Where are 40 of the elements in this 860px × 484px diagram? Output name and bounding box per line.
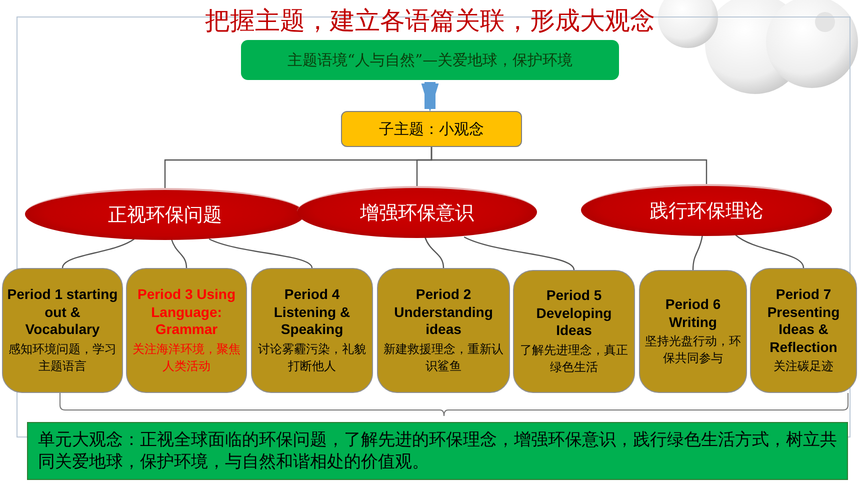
connector-line bbox=[208, 238, 313, 268]
period-description: 坚持光盘行动，环保共同参与 bbox=[644, 333, 742, 367]
arrow bbox=[421, 82, 439, 111]
connector-line bbox=[62, 238, 135, 268]
period-description: 关注碳足迹 bbox=[772, 358, 834, 375]
period-card bbox=[2, 268, 123, 393]
period-description: 新建救援理念，重新认识鲨鱼 bbox=[382, 340, 504, 375]
node-label: 践行环保理论 bbox=[650, 199, 764, 224]
period-description: 讨论雾霾污染，礼貌打断他人 bbox=[257, 340, 367, 375]
period-card bbox=[126, 268, 247, 393]
summary-text: 单元大观念：正视全球面临的环保问题，了解先进的环保理念，增强环保意识，践行绿色生活方式，树立共同关爱地球，保护环境，与自然和谐相处的价值观。 bbox=[38, 428, 837, 474]
node-label: 主题语境“人与自然”—关爱地球，保护环境 bbox=[287, 50, 573, 70]
period-heading: Period 1 starting out & Vocabulary bbox=[6, 286, 119, 339]
period-heading: Period 4 Listening & Speaking bbox=[272, 286, 352, 339]
connector-line bbox=[735, 234, 804, 268]
theme-box bbox=[241, 40, 619, 80]
connector-line bbox=[464, 236, 575, 270]
period-heading: Period 7 Presenting Ideas & Reflection bbox=[766, 286, 841, 356]
period-heading: Period 2 Understanding ideas bbox=[393, 286, 494, 339]
connector-line bbox=[424, 236, 444, 268]
connector-line bbox=[170, 238, 188, 268]
period-card bbox=[750, 268, 857, 393]
connector-line bbox=[692, 234, 704, 270]
period-description: 了解先进理念，真正绿色生活 bbox=[519, 342, 629, 376]
period-card bbox=[513, 270, 635, 393]
period-heading: Period 5 Developing Ideas bbox=[535, 287, 613, 340]
period-description: 感知环境问题，学习主题语言 bbox=[8, 340, 118, 375]
title: 把握主题，建立各语篇关联，形成大观念 bbox=[204, 5, 656, 37]
period-card bbox=[251, 268, 373, 393]
node-label: 增强环保意识 bbox=[360, 201, 474, 226]
period-card bbox=[639, 270, 747, 393]
period-description: 关注海洋环境，聚焦人类活动 bbox=[132, 340, 242, 375]
period-card bbox=[377, 268, 510, 393]
connector-line bbox=[430, 147, 708, 184]
period-heading: Period 3 Using Language: Grammar bbox=[136, 286, 237, 339]
node-label: 子主题：小观念 bbox=[379, 120, 484, 138]
subtheme-box bbox=[341, 111, 522, 147]
summary-box bbox=[27, 422, 848, 480]
period-heading: Period 6 Writing bbox=[664, 296, 722, 332]
node-label: 正视环保问题 bbox=[108, 203, 222, 228]
